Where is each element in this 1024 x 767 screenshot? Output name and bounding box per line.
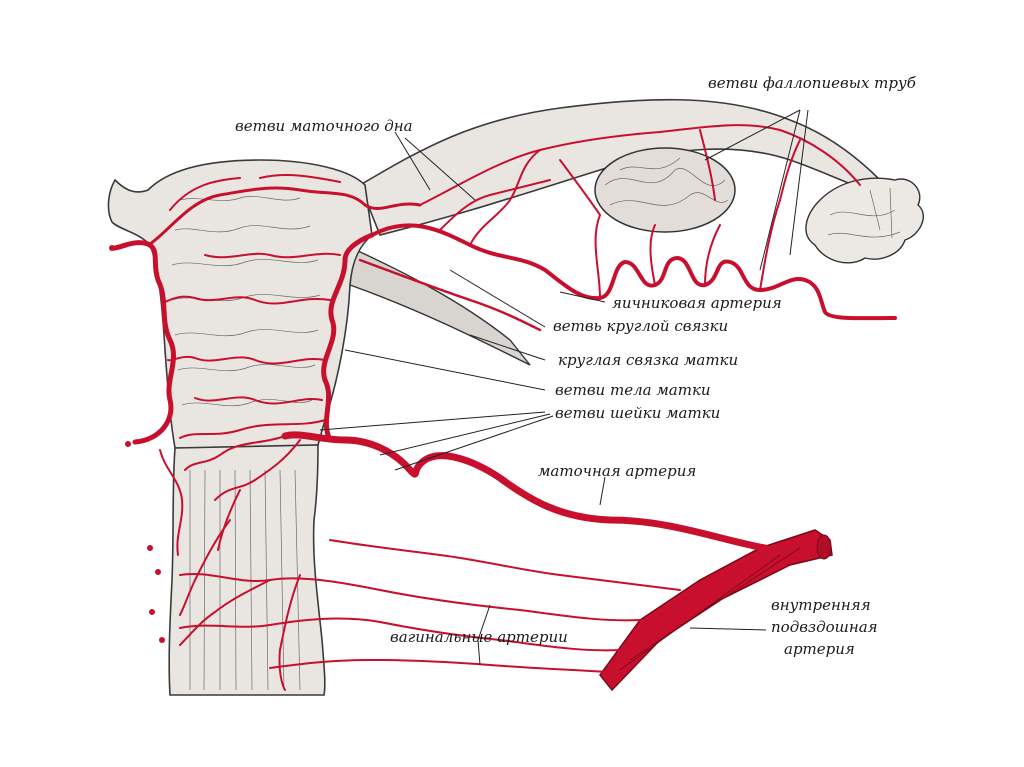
cervix-vagina [169, 445, 325, 695]
label-fundus-branches: ветви маточного дна [235, 117, 413, 135]
label-cervix-branches: ветви шейки матки [555, 404, 720, 422]
label-uterine-artery: маточная артерия [538, 462, 696, 480]
round-ligament [345, 245, 530, 365]
label-tube-branches: ветви фаллопиевых труб [708, 74, 916, 92]
label-vaginal-arteries: вагинальные артерии [390, 628, 568, 646]
label-internal-iliac-1: внутренняя [771, 596, 871, 614]
label-round-ligament: круглая связка матки [558, 351, 738, 369]
label-body-branches: ветви тела матки [555, 381, 711, 399]
label-internal-iliac-2: подвздошная [771, 618, 878, 636]
label-internal-iliac-3: артерия [784, 640, 855, 658]
fimbriae [806, 178, 923, 263]
label-ovarian-artery: яичниковая артерия [612, 294, 782, 312]
label-round-ligament-branch: ветвь круглой связки [553, 317, 728, 335]
uterine-artery [285, 435, 765, 548]
